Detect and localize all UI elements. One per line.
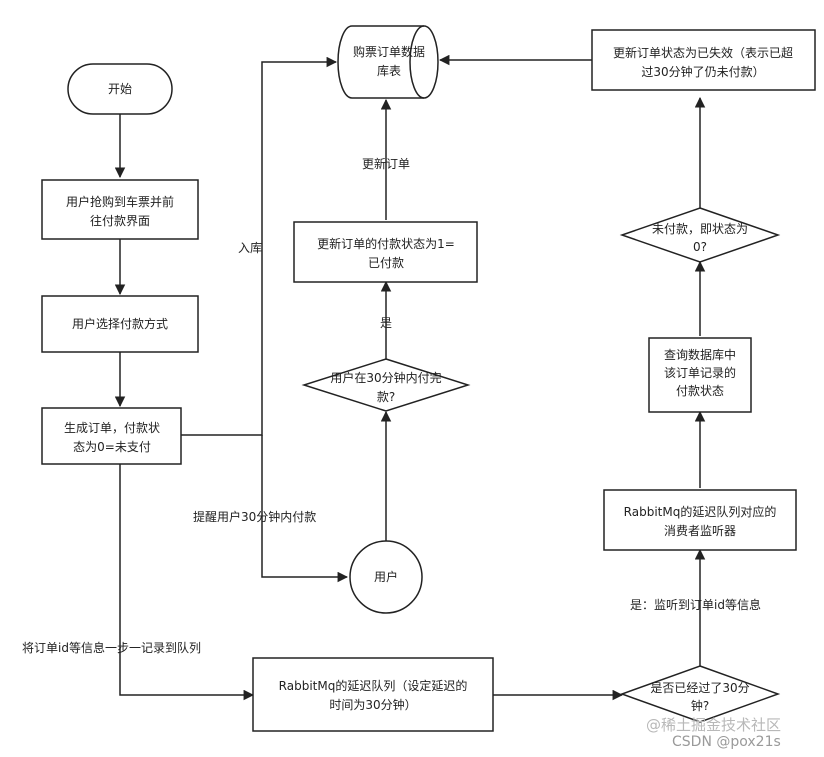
grab-ticket-label-2: 往付款界面 (90, 213, 150, 228)
node-paid-in-30 (301, 358, 471, 412)
update-paid-label-2: 已付款 (368, 256, 404, 270)
mark-invalid-label-1: 更新订单状态为已失效（表示已超 (613, 45, 793, 60)
node-is-30-passed (619, 665, 781, 723)
edge-label-store: 入库 (238, 240, 262, 255)
choose-payment-label: 用户选择付款方式 (72, 316, 168, 331)
node-mark-invalid (591, 29, 816, 91)
query-db-label-2: 该订单记录的 (664, 365, 736, 380)
is-30-passed-label-1: 是否已经过了30分 (650, 681, 749, 695)
paid-in-30-label-2: 款? (377, 390, 395, 404)
user-label: 用户 (374, 569, 398, 584)
grab-ticket-label-1: 用户抢购到车票并前 (66, 194, 174, 209)
node-order-db (337, 25, 439, 99)
start-label: 开始 (108, 82, 132, 96)
node-unpaid-check (619, 207, 781, 263)
watermark-juejin: @稀土掘金技术社区 (646, 716, 781, 734)
paid-in-30-label-1: 用户在30分钟内付完 (330, 370, 441, 385)
node-delay-queue (252, 657, 494, 732)
order-db-label-2: 库表 (377, 63, 401, 78)
delay-queue-label-2: 时间为30分钟） (329, 697, 416, 712)
edge-generate-db (181, 56, 338, 436)
delay-queue-label-1: RabbitMq的延迟队列（设定延迟的 (279, 678, 468, 693)
order-db-label-1: 购票订单数据 (353, 44, 425, 59)
edge-generate-queue (119, 464, 255, 701)
is-30-passed-label-2: 钟? (691, 698, 709, 713)
node-consumer (603, 489, 797, 551)
edge-label-update-order: 更新订单 (362, 156, 410, 171)
node-query-db (648, 337, 752, 413)
edge-label-record-queue: 将订单id等信息一步一记录到队列 (22, 640, 201, 655)
node-user (349, 540, 423, 614)
watermark-csdn: CSDN @pox21s (672, 734, 781, 750)
consumer-label-2: 消费者监听器 (664, 524, 736, 538)
edge-remind-user (261, 435, 349, 583)
edge-label-yes: 是 (380, 316, 392, 330)
node-grab-ticket (41, 179, 199, 240)
update-paid-label-1: 更新订单的付款状态为1= (317, 236, 455, 251)
edge-label-yes-heard: 是：监听到订单id等信息 (630, 597, 761, 612)
generate-order-label-2: 态为0=未支付 (73, 440, 151, 454)
query-db-label-3: 付款状态 (676, 384, 724, 398)
consumer-label-1: RabbitMq的延迟队列对应的 (624, 504, 777, 519)
node-choose-payment (41, 295, 199, 353)
node-generate-order (41, 407, 182, 465)
unpaid-check-label-2: 0? (693, 240, 707, 254)
query-db-label-1: 查询数据库中 (664, 347, 736, 362)
unpaid-check-label-1: 未付款，即状态为 (652, 222, 748, 236)
edge-label-remind: 提醒用户30分钟内付款 (193, 509, 316, 524)
generate-order-label-1: 生成订单，付款状 (64, 421, 160, 435)
node-update-paid (293, 221, 478, 283)
node-start (67, 63, 173, 115)
mark-invalid-label-2: 过30分钟了仍未付款） (641, 64, 764, 79)
